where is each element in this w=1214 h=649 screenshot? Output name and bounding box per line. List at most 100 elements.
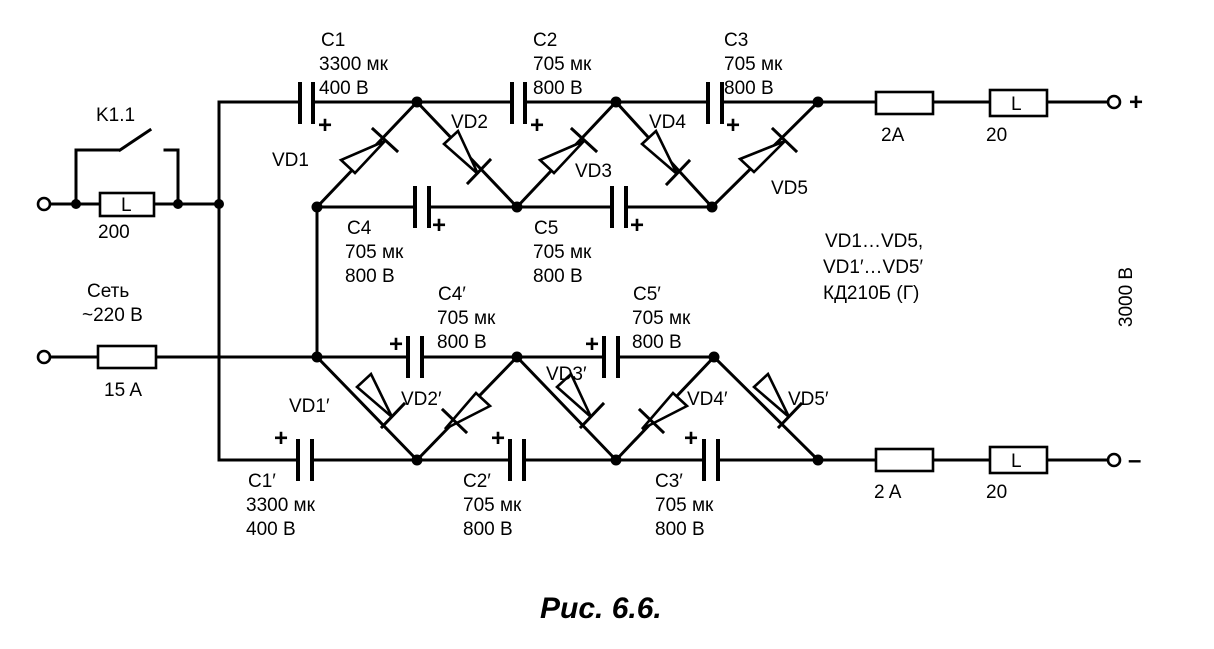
c1p-name: C1′ bbox=[248, 471, 276, 492]
c3p-capacitance: 705 мк bbox=[655, 495, 714, 516]
capacitor-c5 bbox=[610, 186, 628, 228]
diode-vd2 bbox=[442, 128, 493, 186]
c1p-voltage: 400 В bbox=[246, 519, 296, 540]
components-boxes bbox=[96, 88, 1049, 475]
diode-vd3 bbox=[537, 126, 599, 175]
diode-vd5p bbox=[752, 371, 804, 430]
inductor-positive-label: 20 bbox=[986, 125, 1007, 146]
c5p-plus: + bbox=[585, 331, 599, 358]
vd5-label: VD5 bbox=[771, 178, 808, 199]
vd1-label: VD1 bbox=[272, 150, 309, 171]
c3-plus: + bbox=[726, 112, 740, 139]
capacitor-c5p bbox=[602, 336, 620, 378]
c5-capacitance: 705 мк bbox=[533, 242, 592, 263]
c4-name: C4 bbox=[347, 218, 372, 239]
vd4p-label: VD4′ bbox=[687, 389, 728, 410]
junction-dots bbox=[71, 96, 824, 466]
c3-voltage: 800 В bbox=[724, 78, 774, 99]
inductor-positive-symbol: L bbox=[1011, 94, 1022, 115]
diode-vd3p bbox=[555, 371, 606, 430]
mains-label-line2: ~220 В bbox=[82, 305, 143, 326]
capacitor-c2 bbox=[510, 82, 527, 124]
capacitor-c4p bbox=[406, 336, 424, 378]
fuse-positive-label: 2A bbox=[881, 125, 905, 146]
c1p-plus: + bbox=[274, 425, 288, 452]
c3p-name: C3′ bbox=[655, 471, 683, 492]
c2p-voltage: 800 В bbox=[463, 519, 513, 540]
labels: K1.1 L 200 Сеть ~220 В 15 A C1 3300 мк 4… bbox=[82, 30, 1143, 625]
c4p-voltage: 800 В bbox=[437, 332, 487, 353]
inductor-negative bbox=[988, 445, 1049, 475]
capacitor-c3p bbox=[702, 439, 720, 481]
c4-plus: + bbox=[432, 212, 446, 239]
c4-capacitance: 705 мк bbox=[345, 242, 404, 263]
diode-note-line3: КД210Б (Г) bbox=[823, 283, 919, 304]
inductor-positive bbox=[988, 88, 1049, 118]
c1-plus: + bbox=[318, 112, 332, 139]
c5p-voltage: 800 В bbox=[632, 332, 682, 353]
c3p-plus: + bbox=[684, 425, 698, 452]
c5-plus: + bbox=[630, 212, 644, 239]
diode-vd1p bbox=[355, 371, 407, 430]
wires bbox=[48, 100, 1112, 462]
fuse-negative-label: 2 A bbox=[874, 482, 902, 503]
c1-name: C1 bbox=[321, 30, 345, 51]
c4-voltage: 800 В bbox=[345, 266, 395, 287]
vd2-label: VD2 bbox=[451, 112, 488, 133]
vd2p-label: VD2′ bbox=[401, 389, 442, 410]
capacitor-c2p bbox=[508, 439, 526, 481]
inductor-input-symbol: L bbox=[121, 195, 132, 216]
terminal-mains-input bbox=[36, 349, 52, 365]
c2-voltage: 800 В bbox=[533, 78, 583, 99]
c2p-name: C2′ bbox=[463, 471, 491, 492]
c3-capacitance: 705 мк bbox=[724, 54, 783, 75]
diode-note-line1: VD1…VD5, bbox=[825, 231, 923, 252]
c4p-plus: + bbox=[389, 331, 403, 358]
c4p-capacitance: 705 мк bbox=[437, 308, 496, 329]
c2-name: C2 bbox=[533, 30, 557, 51]
diode-vd4 bbox=[640, 128, 692, 187]
negative-sign: – bbox=[1128, 447, 1141, 474]
c2p-capacitance: 705 мк bbox=[463, 495, 522, 516]
c2-capacitance: 705 мк bbox=[533, 54, 592, 75]
c2-plus: + bbox=[530, 112, 544, 139]
terminal-negative bbox=[1106, 452, 1122, 468]
c5-voltage: 800 В bbox=[533, 266, 583, 287]
relay-contact-label: K1.1 bbox=[96, 105, 135, 126]
terminals bbox=[36, 94, 1122, 468]
diode-symbols bbox=[338, 126, 804, 435]
c5p-name: C5′ bbox=[633, 284, 661, 305]
c5-name: C5 bbox=[534, 218, 558, 239]
vd1p-label: VD1′ bbox=[289, 396, 330, 417]
capacitor-plates bbox=[296, 82, 724, 481]
fuse-negative bbox=[874, 447, 935, 473]
terminal-positive bbox=[1106, 94, 1122, 110]
c3p-voltage: 800 В bbox=[655, 519, 705, 540]
inductor-input bbox=[98, 191, 156, 218]
inductor-negative-label: 20 bbox=[986, 482, 1007, 503]
figure-caption: Рис. 6.6. bbox=[540, 592, 662, 625]
c2p-plus: + bbox=[491, 425, 505, 452]
fuse-positive bbox=[874, 90, 935, 116]
inductor-negative-symbol: L bbox=[1011, 451, 1022, 472]
fuse-input bbox=[96, 344, 158, 370]
vd5p-label: VD5′ bbox=[788, 389, 829, 410]
diode-vd4p bbox=[637, 391, 690, 435]
diode-vd1 bbox=[338, 126, 400, 175]
vd3-label: VD3 bbox=[575, 161, 612, 182]
diode-note-line2: VD1′…VD5′ bbox=[823, 257, 923, 278]
output-voltage-label: 3000 В bbox=[1116, 267, 1137, 327]
c4p-name: C4′ bbox=[438, 284, 466, 305]
inductor-input-value: 200 bbox=[98, 222, 130, 243]
mains-label-line1: Сеть bbox=[87, 281, 129, 302]
c1p-capacitance: 3300 мк bbox=[246, 495, 316, 516]
diode-vd5 bbox=[737, 126, 799, 174]
c1-capacitance: 3300 мк bbox=[319, 54, 389, 75]
c5p-capacitance: 705 мк bbox=[632, 308, 691, 329]
capacitor-c4 bbox=[413, 186, 431, 228]
capacitor-c3 bbox=[706, 82, 724, 124]
vd4-label: VD4 bbox=[649, 112, 686, 133]
positive-sign: + bbox=[1129, 89, 1143, 116]
capacitor-c1p bbox=[296, 439, 314, 481]
